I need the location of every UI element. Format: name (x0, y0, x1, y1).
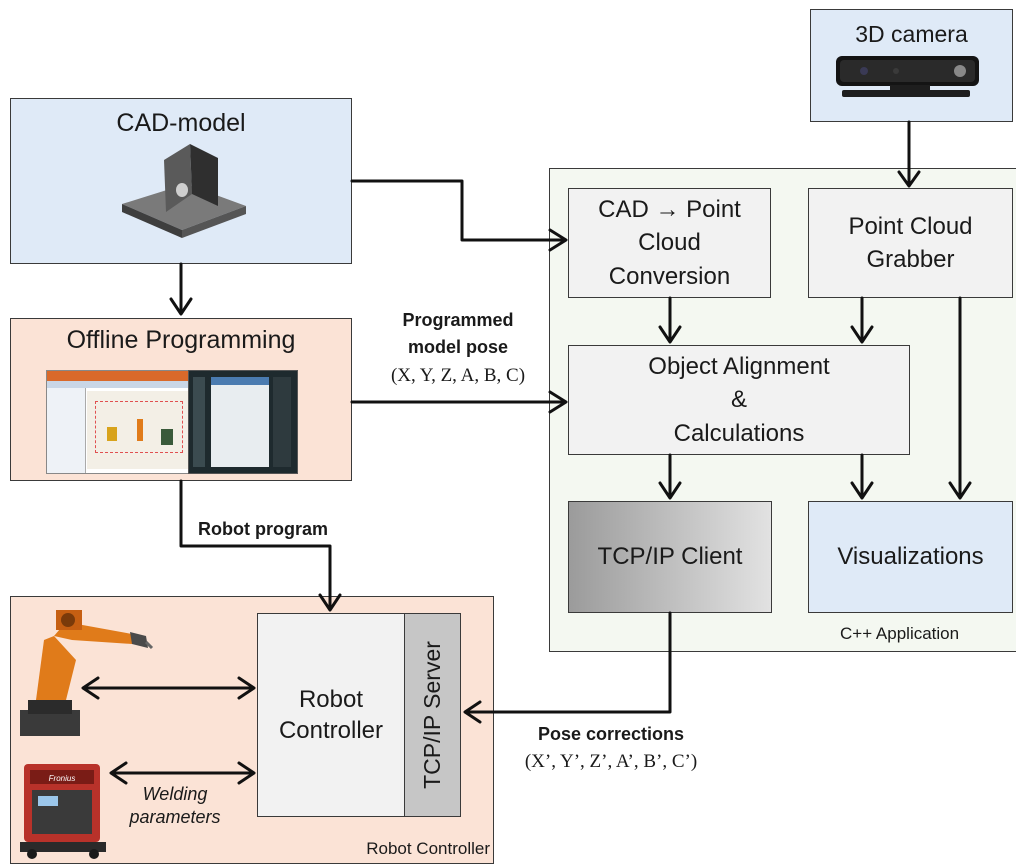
bracket-part-icon (122, 144, 246, 238)
object-alignment-box: Object Alignment & Calculations (568, 345, 910, 455)
cad-to-point-line-1: CAD → Point (598, 196, 741, 224)
visualizations-label: Visualizations (837, 543, 984, 570)
offline-software-screenshot (46, 370, 192, 474)
programmed-pose-label-1: Programmed (402, 310, 514, 330)
edge-pose-corrections (464, 611, 672, 714)
programmed-pose-label-2: model pose (407, 337, 509, 357)
visualizations-box: Visualizations (808, 501, 1013, 613)
kinect-camera-icon (836, 56, 979, 97)
pose-corrections-values: (X’, Y’, Z’, A’, B’, C’) (524, 751, 698, 772)
grabber-line-2: Grabber (866, 246, 955, 273)
point-cloud-grabber-box: Point Cloud Grabber (808, 188, 1013, 298)
cad-model-title: CAD-model (116, 109, 246, 137)
offline-programming-title: Offline Programming (66, 326, 296, 354)
svg-text:Fronius: Fronius (49, 774, 76, 783)
industrial-robot-icon (20, 610, 154, 736)
welding-parameters-label-1: Welding (142, 784, 208, 804)
edge-cad-conversion (350, 179, 565, 242)
welding-machine-icon: Fronius (20, 764, 106, 859)
pose-corrections-label: Pose corrections (537, 724, 685, 744)
edge-robot-program (179, 479, 332, 611)
alignment-line-3: Calculations (673, 419, 805, 447)
robot-program-label: Robot program (198, 519, 328, 539)
tcp-client-label: TCP/IP Client (597, 543, 743, 570)
robot-controller-line-1: Robot (298, 685, 364, 713)
robot-controller-box: Robot Controller (257, 613, 405, 817)
robot-controller-line-2: Controller (278, 717, 384, 744)
programmed-pose-values: (X, Y, Z, A, B, C) (390, 365, 526, 386)
alignment-line-2: & (730, 386, 747, 414)
teach-pendant-screenshot (188, 370, 298, 474)
camera-title: 3D camera (855, 21, 968, 47)
cad-to-point-line-3: Conversion (608, 262, 731, 290)
cad-to-point-cloud-box: CAD → Point Cloud Conversion (568, 188, 771, 298)
cpp-application-label: C++ Application (840, 624, 960, 643)
welding-parameters-label-2: parameters (129, 807, 221, 827)
alignment-line-1: Object Alignment (648, 353, 830, 381)
tcp-client-box: TCP/IP Client (568, 501, 772, 613)
tcp-server-box (404, 613, 461, 817)
robot-controller-container-label: Robot Controller (366, 839, 490, 858)
grabber-line-1: Point Cloud (848, 212, 973, 240)
cad-to-point-line-2: Cloud (638, 229, 701, 257)
